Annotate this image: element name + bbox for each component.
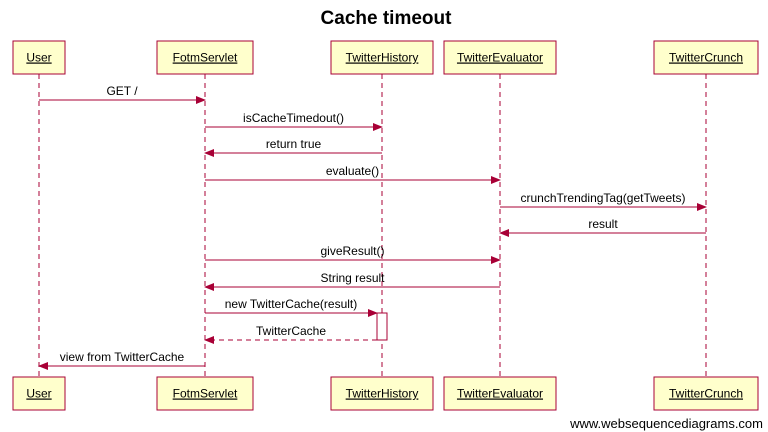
participant-label: TwitterEvaluator bbox=[457, 387, 543, 401]
message-label: isCacheTimedout() bbox=[243, 111, 344, 125]
message-label: crunchTrendingTag(getTweets) bbox=[521, 191, 686, 205]
message-label: giveResult() bbox=[320, 244, 384, 258]
participant-label: User bbox=[26, 387, 51, 401]
message-label: TwitterCache bbox=[256, 324, 326, 338]
participant-box bbox=[443, 40, 557, 75]
message: new TwitterCache(result) bbox=[205, 297, 378, 317]
participant-label: TwitterHistory bbox=[346, 51, 419, 65]
participant-user-top: User bbox=[12, 40, 66, 75]
message: isCacheTimedout() bbox=[205, 111, 383, 131]
message: evaluate() bbox=[205, 164, 501, 184]
message: view from TwitterCache bbox=[38, 350, 205, 370]
message: giveResult() bbox=[205, 244, 501, 264]
participant-box bbox=[653, 40, 759, 75]
participant-label: TwitterCrunch bbox=[669, 51, 743, 65]
participant-box bbox=[330, 376, 434, 411]
message-label: evaluate() bbox=[326, 164, 379, 178]
participant-box bbox=[653, 376, 759, 411]
participant-fotm-bottom: FotmServlet bbox=[156, 376, 254, 411]
participant-label: TwitterEvaluator bbox=[457, 51, 543, 65]
participant-box bbox=[330, 40, 434, 75]
participant-box bbox=[443, 376, 557, 411]
message-label: view from TwitterCache bbox=[60, 350, 185, 364]
message: crunchTrendingTag(getTweets) bbox=[500, 191, 707, 211]
diagram-title: Cache timeout bbox=[321, 8, 453, 29]
participant-box bbox=[12, 376, 66, 411]
message: TwitterCache bbox=[204, 324, 377, 344]
participant-history-top: TwitterHistory bbox=[330, 40, 434, 75]
activation-bar bbox=[376, 312, 388, 341]
participant-evaluator-top: TwitterEvaluator bbox=[443, 40, 557, 75]
message-label: String result bbox=[320, 271, 385, 285]
participant-evaluator-bottom: TwitterEvaluator bbox=[443, 376, 557, 411]
participant-crunch-top: TwitterCrunch bbox=[653, 40, 759, 75]
credit-text: www.websequencediagrams.com bbox=[569, 416, 763, 431]
message: String result bbox=[204, 271, 500, 291]
participant-fotm-top: FotmServlet bbox=[156, 40, 254, 75]
participant-label: FotmServlet bbox=[173, 51, 238, 65]
message: GET / bbox=[39, 84, 206, 104]
message: result bbox=[499, 217, 706, 237]
participant-history-bottom: TwitterHistory bbox=[330, 376, 434, 411]
participant-box bbox=[156, 40, 254, 75]
message-label: GET / bbox=[106, 84, 138, 98]
participant-label: FotmServlet bbox=[173, 387, 238, 401]
participant-label: User bbox=[26, 51, 51, 65]
participant-crunch-bottom: TwitterCrunch bbox=[653, 376, 759, 411]
message: return true bbox=[204, 137, 382, 157]
participant-user-bottom: User bbox=[12, 376, 66, 411]
participant-label: TwitterCrunch bbox=[669, 387, 743, 401]
participant-box bbox=[12, 40, 66, 75]
participant-label: TwitterHistory bbox=[346, 387, 419, 401]
message-label: return true bbox=[266, 137, 322, 151]
participant-box bbox=[156, 376, 254, 411]
message-label: new TwitterCache(result) bbox=[225, 297, 358, 311]
message-label: result bbox=[588, 217, 618, 231]
